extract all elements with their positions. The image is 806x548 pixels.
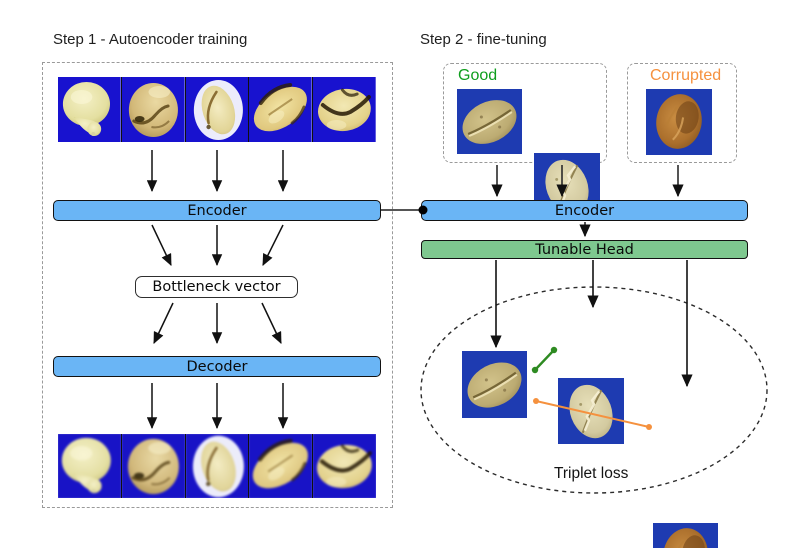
- reconstructed-bean-image-2: [120, 434, 185, 498]
- reconstructed-bean-image-3: [184, 434, 249, 498]
- corrupted-label: Corrupted: [650, 67, 722, 84]
- step1-decoder-label: Decoder: [186, 358, 248, 375]
- step1-input-row: [58, 77, 376, 142]
- corrupted-dashed-box: Corrupted: [627, 63, 737, 163]
- step2-title: Step 2 - fine-tuning: [420, 31, 547, 48]
- tunable-head-label: Tunable Head: [535, 241, 634, 258]
- good-bean-image-1: [457, 89, 522, 154]
- step1-dashed-box: [42, 62, 393, 508]
- reconstructed-bean-image-1: [58, 434, 121, 498]
- step1-reconstructed-row: [58, 434, 376, 498]
- good-label: Good: [458, 67, 498, 84]
- negative-bean-image: [653, 523, 718, 548]
- reconstructed-bean-image-4: [248, 434, 312, 498]
- input-bean-image-4: [248, 77, 312, 142]
- bottleneck-vector-box: Bottleneck vector: [135, 276, 298, 298]
- corrupted-bean-image: [646, 89, 712, 155]
- good-dashed-box: Good: [443, 63, 607, 163]
- reconstructed-bean-image-5: [312, 434, 376, 498]
- step1-encoder-label: Encoder: [187, 202, 247, 219]
- step2-encoder-bar: Encoder: [421, 200, 748, 221]
- positive-pair-link: [531, 346, 558, 374]
- step2-encoder-label: Encoder: [554, 202, 615, 219]
- input-bean-image-1: [58, 77, 121, 142]
- step1-title: Step 1 - Autoencoder training: [53, 31, 248, 48]
- input-bean-image-3: [184, 77, 249, 142]
- triplet-loss-label: Triplet loss: [551, 465, 632, 483]
- input-bean-image-2: [120, 77, 185, 142]
- step1-decoder-bar: Decoder: [53, 356, 381, 377]
- positive-bean-image: [558, 378, 624, 444]
- step1-encoder-bar: Encoder: [53, 200, 381, 221]
- bottleneck-vector-label: Bottleneck vector: [152, 279, 281, 295]
- input-bean-image-5: [312, 77, 376, 142]
- anchor-bean-image: [462, 351, 527, 418]
- tunable-head-bar: Tunable Head: [421, 240, 748, 259]
